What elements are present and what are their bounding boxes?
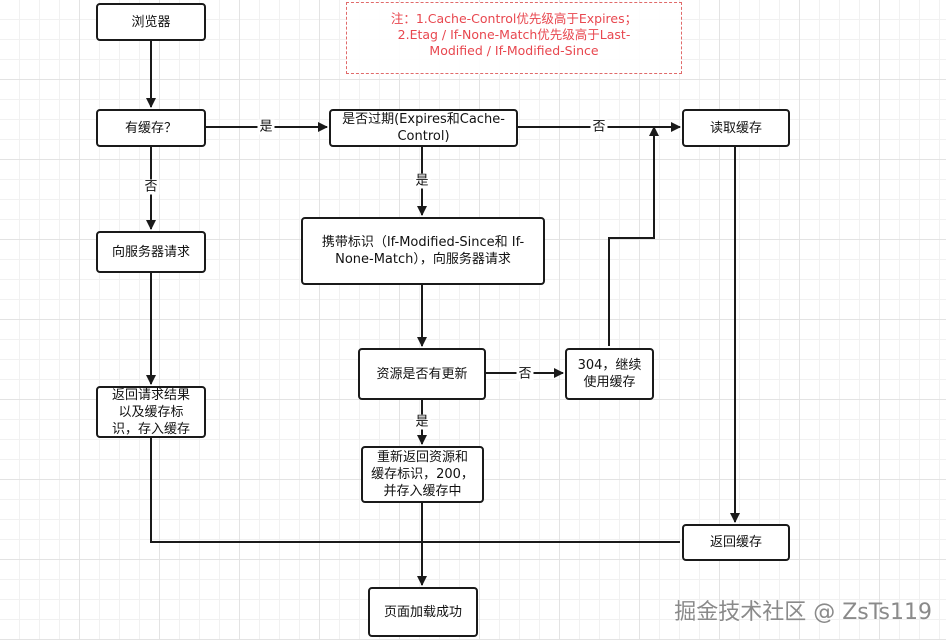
label-no-updated: 否	[516, 366, 534, 382]
edge-return-result-to-page	[150, 437, 680, 543]
node-request-server: 向服务器请求	[96, 231, 206, 273]
node-page-loaded: 页面加载成功	[368, 587, 478, 637]
node-expired: 是否过期(Expires和Cache-Control)	[329, 109, 518, 147]
node-conditional-request: 携带标识（If-Modified-Since和 If-None-Match），向…	[301, 217, 545, 285]
label-yes-expired: 是	[413, 173, 431, 189]
label-no-expired: 否	[590, 119, 608, 135]
note-line-2: 2.Etag / If-None-Match优先级高于Last-	[397, 27, 631, 42]
node-return-new: 重新返回资源和缓存标识，200，并存入缓存中	[361, 446, 484, 503]
priority-note: 注：1.Cache-Control优先级高于Expires； 2.Etag / …	[346, 2, 682, 74]
node-resource-updated: 资源是否有更新	[358, 348, 486, 400]
label-yes-has-cache: 是	[257, 119, 275, 135]
label-yes-updated: 是	[413, 414, 431, 430]
node-return-cache: 返回缓存	[682, 524, 790, 561]
note-line-1: 注：1.Cache-Control优先级高于Expires；	[390, 11, 638, 26]
node-304: 304，继续使用缓存	[565, 348, 654, 400]
node-read-cache: 读取缓存	[682, 109, 790, 147]
edge-304-to-read-cache	[608, 126, 659, 346]
node-return-result: 返回请求结果以及缓存标识，存入缓存	[96, 386, 206, 438]
node-has-cache: 有缓存？	[96, 109, 206, 147]
note-line-3: Modified / If-Modified-Since	[429, 43, 599, 58]
watermark: 掘金技术社区 @ ZsTs119	[674, 600, 932, 625]
node-browser: 浏览器	[96, 3, 206, 41]
label-no-has-cache: 否	[142, 179, 160, 195]
